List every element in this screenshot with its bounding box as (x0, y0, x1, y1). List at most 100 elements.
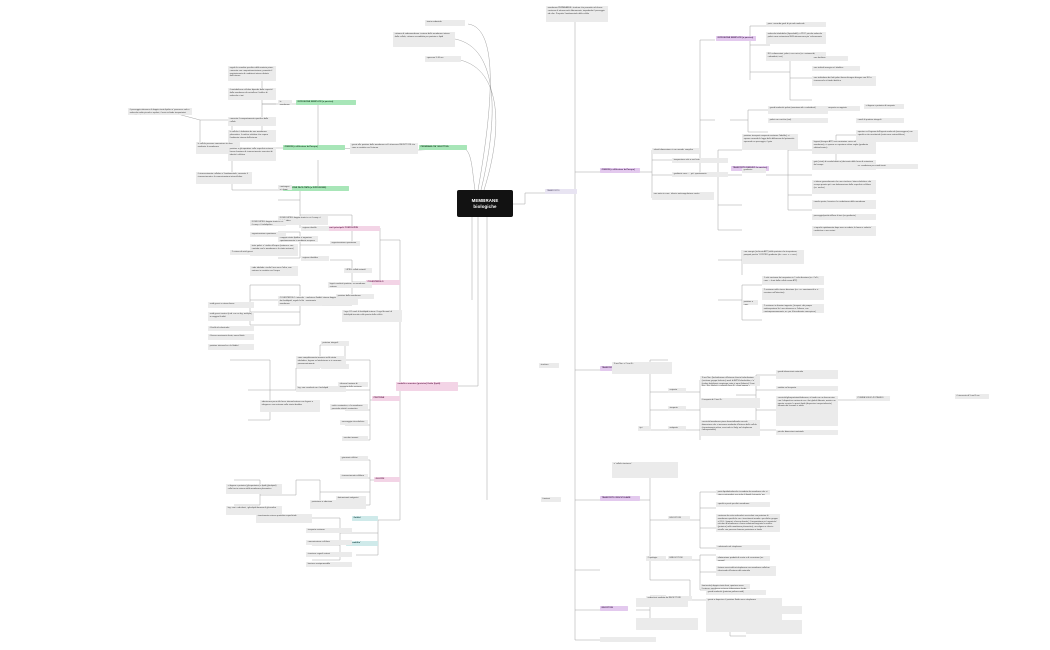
node-right-16: si ritiene generalmente che una struttur… (812, 180, 876, 194)
node-left-10: contengono i doppi strati lipidici, prot… (278, 185, 292, 190)
branch-label-proteine[interactable]: PROTEINE (372, 396, 400, 401)
branch-label-regione-idrofoba[interactable]: regione idrofoba (301, 256, 329, 261)
node-right-46: fuoriescita) doppio strato fuori, apertu… (700, 584, 750, 589)
node-right-12: legami (bisogna ATP, ioni sunzionine car… (812, 140, 876, 154)
node-mid-27: si legano a proteine (glicoproteine) o l… (226, 484, 282, 494)
branch-label-trasporto[interactable]: TRASPORTO (545, 189, 577, 194)
branch-label-endocitosi[interactable]: ENDOCITOSI (668, 556, 692, 561)
branch-label-diffusione-facilitata[interactable]: DIFFUSIONE FACILITATA (o DIFFUSIONE) (283, 186, 349, 191)
node-mid-6: FOSFOLIPIDI: doppio strato in cui il com… (250, 220, 286, 226)
node-mid-31: leg. con i carb.idrati, i glicolipidi fo… (226, 506, 282, 515)
node-mid-26: giunzioni cellulari (340, 456, 368, 461)
branch-label-modello[interactable]: modello a mosaico (proteine) fluido (lip… (396, 382, 458, 391)
branch-label-funzioni[interactable]: funzioni (541, 497, 561, 502)
central-node[interactable]: MEMBRANE biologiche (457, 190, 513, 217)
node-right-17: canale aperto, favorisce la conduttanza … (812, 200, 876, 209)
node-right-30: 3 ioni Na+ (fosforilazione all'interno r… (700, 376, 760, 386)
branch-label-esocitosi-main[interactable]: ESOCITOSI (600, 606, 628, 611)
branch-label-diffusione-semplice[interactable]: DIFFUSIONE SEMPLICE (o passiva) (296, 100, 356, 105)
branch-label-trasporto-vescicolare[interactable]: TRASPORTO VESCICOLARE (600, 496, 640, 501)
node-mid-25: recettori ormoni (342, 436, 368, 441)
branch-label-esocitosi[interactable]: ESOCITOSI (668, 516, 690, 521)
branch-label-antiporto[interactable]: antiporto (668, 426, 686, 431)
node-right-23: non entra in conc. rilascio anticoagulaz… (652, 192, 714, 200)
branch-label-tipi[interactable]: tipi (638, 426, 651, 431)
branch-label-permeabilita[interactable]: PERMEABILITA' SELETTIVA (419, 145, 467, 150)
node-left-1: regola lo scambio specifico delle materi… (228, 66, 276, 81)
branch-label-fosfolipidi[interactable]: componenti principali: FOSFOLIPIDI (320, 226, 380, 231)
branch-label-regione-idrofila[interactable]: regione idrofila (301, 226, 329, 231)
node-mid-36: barriera semipermeabile (306, 562, 352, 567)
branch-label-fluidita[interactable]: fluidita' (352, 516, 378, 521)
branch-label-organizzazione[interactable]: organizzazione spontanea (330, 241, 360, 246)
node-mid-33: trasporto sostanze (306, 528, 352, 533)
node-right-24: con energia (richiesta ATP) della protei… (742, 250, 804, 264)
node-right-20: alveoli dimensione si con membr. semplic… (652, 148, 700, 154)
branch-label-osmosi[interactable]: OSMOSI (o diffusione dell'acqua) (283, 145, 345, 150)
node-right-9: si legano a proteine di trasporto (864, 104, 904, 109)
node-right-14: apertura sul legame dell'agente molecola… (856, 130, 918, 142)
central-node-line1: MEMBRANE (471, 198, 499, 203)
node-right-48 (636, 618, 698, 630)
branch-label-permeabilita2[interactable]: permeabilita' (346, 541, 378, 546)
node-right-43: fusione vescicole/ret.citoplasma con mem… (716, 566, 776, 576)
node-mid-35: ricezione segnali esterni (306, 552, 352, 557)
node-right-35: vescicola/glicoproteine/elaborano, si fo… (776, 396, 838, 426)
node-mid-8: COLESTEROLO: intercalato tra le molecole… (278, 296, 322, 306)
branch-label-gradiente[interactable]: gradiente (742, 168, 766, 173)
node-right-47 (636, 598, 688, 607)
node-right-33: grandi dimensioni materiale (776, 370, 838, 379)
node-mid-29: protezione e adesione (310, 500, 366, 509)
node-right-7: grandi molecole polari (amminoacidi e ca… (768, 106, 828, 114)
branch-label-simporto[interactable]: simporto (668, 406, 686, 411)
node-right-11: proteine transport composto sostanze l'i… (742, 134, 798, 150)
node-mid-15: LIPIDI: cellule animali (344, 268, 372, 273)
node-right-42: eliminazione prodotti di scarto o di sec… (716, 556, 770, 561)
branch-label-modello-text: modello a mosaico (proteine) fluido (lip… (397, 383, 441, 385)
branch-label-colesterolo[interactable]: COLESTEROLO (366, 280, 400, 285)
branch-label-glucidi[interactable]: GLUCIDI (374, 477, 400, 482)
node-left-3: consente il comportamento specifico dell… (228, 117, 276, 126)
node-mid-19: sono completamente immerse nello strato … (296, 356, 346, 368)
node-right-10: canali di proteine integrali (856, 118, 904, 123)
branch-label-due-tipologie[interactable]: 2 tipologie (646, 556, 666, 561)
node-right-21: temperatura solo a vari forte (672, 158, 728, 163)
node-right-50 (746, 606, 802, 614)
node-right-38: porta liquido/molecola circondata da mem… (716, 490, 770, 495)
node-topright-permeabile: membrana PERMEABILE: struttura che perme… (546, 6, 608, 22)
branch-label-trasporto-accoppiato[interactable]: trasporto accoppiato (826, 106, 860, 111)
node-left-11: grazie alle proteine della membrana cell… (350, 143, 418, 154)
node-right-29: 3 ioni Na+ e 2 ioni K+ (612, 362, 672, 374)
node-right-15: es. condizione per canali ionici (856, 164, 918, 169)
node-top-endomembrane: sistema di endomembrane: insieme delle m… (393, 32, 455, 47)
node-mid-16: legati covalenti proteine, su membrane e… (328, 282, 372, 288)
branch-label-pompa-sodio-potassio[interactable]: POMPA SODIO-POTASSIO (856, 396, 890, 401)
branch-label-diffusione-semplice-right[interactable]: DIFFUSIONE SEMPLICE (o passiva) (716, 36, 756, 41)
node-right-8: polari con cariche (ioni) (768, 118, 828, 123)
branch-label-struttura[interactable]: struttura (539, 363, 559, 368)
node-mid-30: determinanti antigenici (336, 496, 366, 501)
node-mid-24: ancoraggio citoscheletro (340, 420, 368, 425)
node-right-2: molecole idrofobiche (liposolubili), e P… (766, 32, 826, 44)
node-right-51 (746, 620, 802, 634)
node-right-22: gradiente conc. - , piu' spostamento (672, 172, 728, 177)
node-right-32: vescicole/membrana piano formata/bordo v… (700, 420, 760, 436)
node-right-13: gate (stato) di canale/elettrica (deriva… (812, 160, 876, 170)
node-right-26: 2 sostanze nella stessa direzione (es.: … (762, 288, 824, 300)
node-left-8: proteine e glicoproteine sulla superfici… (228, 147, 276, 161)
node-right-37: a 'cellula stentasce' (612, 462, 678, 478)
node-right-28: proteine a conc. all'interno cellula con… (742, 300, 758, 305)
node-right-4: non facilitata (812, 56, 848, 61)
branch-label-proteine-integrali[interactable]: proteine integrali (321, 341, 349, 346)
node-mid-5: 2 catene di acidi grassi (230, 250, 266, 255)
node-right-19: si apre/si rapidamente dopo aver accedut… (812, 226, 876, 236)
node-right-41: colesterolo nel citoplasma (716, 545, 770, 550)
node-left-2: il metabolismo cellulare dipende dalla c… (228, 88, 276, 100)
node-left-4: la cellula e' delimitata da una membrana… (228, 130, 276, 142)
branch-label-osmosi-right[interactable]: OSMOSI (o diffusione dell'acqua) (600, 168, 640, 173)
branch-label-uniporto[interactable]: uniporto (668, 388, 686, 393)
central-node-line2: biologiche (473, 203, 497, 209)
node-left-6: il riconoscimento cellulare e' fondament… (196, 172, 252, 184)
